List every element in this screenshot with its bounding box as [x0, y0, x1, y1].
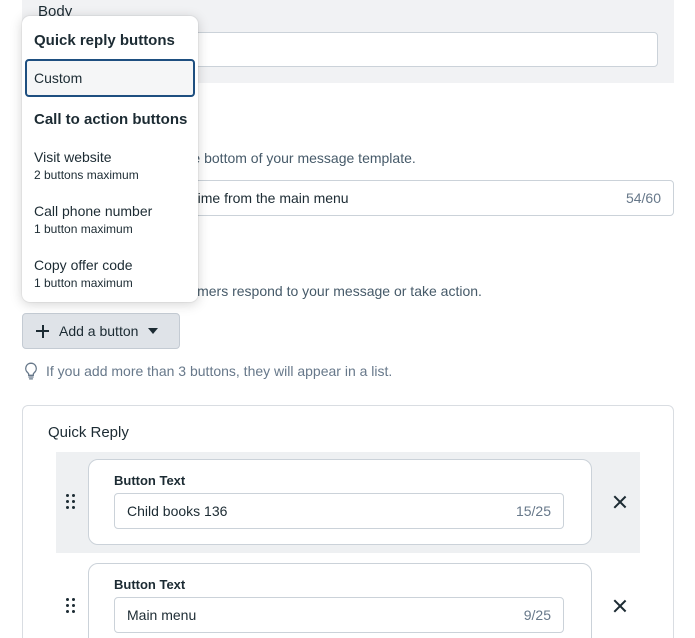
button-text-input[interactable]: Child books 136 15/25	[114, 493, 564, 529]
menu-item-label: Visit website	[34, 149, 112, 165]
remove-button-close-icon[interactable]	[612, 494, 628, 510]
button-text-counter: 9/25	[523, 607, 551, 623]
quick-reply-card: Button Text Main menu 9/25	[88, 563, 592, 638]
button-text-label: Button Text	[114, 577, 186, 592]
caret-down-icon	[148, 328, 159, 334]
menu-item-label: Copy offer code	[34, 257, 133, 273]
menu-item-visit-website[interactable]: Visit website 2 buttons maximum	[22, 149, 198, 195]
button-text-counter: 15/25	[515, 503, 551, 519]
footer-char-counter: 54/60	[625, 190, 661, 206]
remove-button-close-icon[interactable]	[612, 598, 628, 614]
add-button-menu: Quick reply buttons Custom Call to actio…	[22, 16, 198, 302]
menu-item-sublabel: 2 buttons maximum	[34, 168, 139, 182]
add-button-dropdown[interactable]: Add a button	[22, 313, 180, 349]
button-text-input[interactable]: Main menu 9/25	[114, 597, 564, 633]
menu-item-label: Call phone number	[34, 203, 153, 219]
button-text-value: Main menu	[127, 607, 197, 623]
menu-item-custom-label: Custom	[34, 70, 83, 86]
menu-item-sublabel: 1 button maximum	[34, 222, 133, 236]
menu-item-call-phone-number[interactable]: Call phone number 1 button maximum	[22, 203, 198, 249]
buttons-tip: If you add more than 3 buttons, they wil…	[24, 362, 392, 380]
buttons-tip-text: If you add more than 3 buttons, they wil…	[46, 363, 393, 379]
menu-item-custom[interactable]: Custom	[25, 59, 195, 97]
plus-icon	[36, 324, 49, 338]
menu-item-sublabel: 1 button maximum	[34, 276, 133, 290]
menu-heading-call-to-action: Call to action buttons	[34, 111, 188, 128]
menu-heading-quick-reply: Quick reply buttons	[34, 32, 175, 49]
body-section-title: Body	[38, 3, 73, 20]
drag-handle-icon[interactable]	[66, 598, 78, 614]
add-button-label: Add a button	[59, 323, 139, 339]
drag-handle-icon[interactable]	[66, 494, 78, 510]
menu-item-copy-offer-code[interactable]: Copy offer code 1 button maximum	[22, 257, 198, 303]
quick-reply-card: Button Text Child books 136 15/25	[88, 459, 592, 545]
button-text-label: Button Text	[114, 473, 186, 488]
lightbulb-icon	[25, 362, 37, 380]
button-text-value: Child books 136	[127, 503, 228, 519]
quick-reply-title: Quick Reply	[48, 424, 129, 441]
